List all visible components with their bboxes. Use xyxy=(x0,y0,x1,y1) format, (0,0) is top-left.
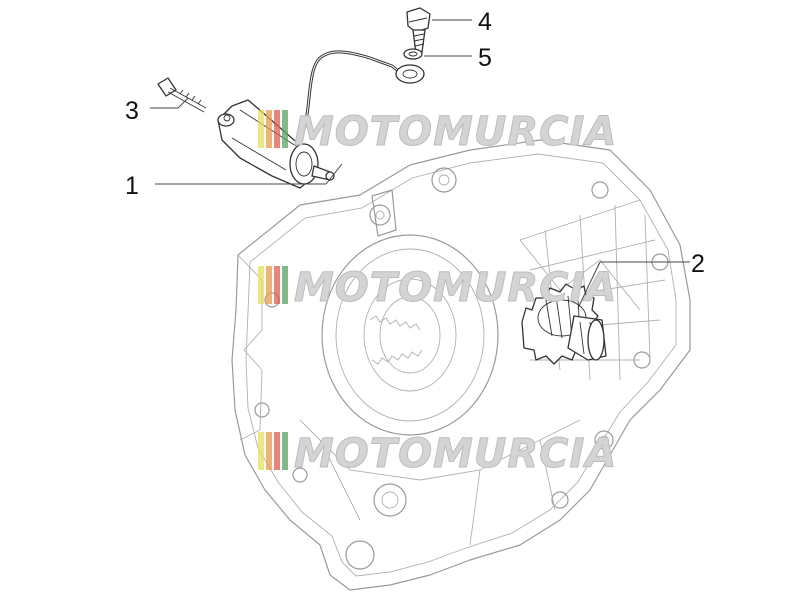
leader-line-3b xyxy=(177,97,189,109)
callout-3: 3 xyxy=(125,97,139,125)
callout-4: 4 xyxy=(478,8,492,36)
bolt-part-3 xyxy=(157,77,207,113)
callout-labels: 1 2 3 4 5 xyxy=(125,8,705,278)
watermark-stripe xyxy=(274,432,280,470)
starter-cable xyxy=(298,50,403,139)
leader-line-1b xyxy=(325,163,343,185)
leader-lines xyxy=(150,19,690,309)
callout-2: 2 xyxy=(691,250,705,278)
leader-line-2b xyxy=(577,261,601,309)
cable-terminal xyxy=(395,64,425,84)
watermark-stripe xyxy=(274,110,280,148)
watermark-text: MOTOMURCIA xyxy=(294,109,617,155)
watermark-stripe xyxy=(274,266,280,304)
watermark-text: MOTOMURCIA xyxy=(294,431,617,477)
callout-1: 1 xyxy=(125,172,139,200)
watermark-middle: MOTOMURCIA xyxy=(258,265,617,312)
watermark-stripe xyxy=(282,266,288,304)
watermark-stripe xyxy=(258,432,264,470)
watermark-text: MOTOMURCIA xyxy=(294,265,617,311)
watermark-stripe xyxy=(266,110,272,148)
starter-drive-gear xyxy=(521,283,607,365)
watermark-stripe xyxy=(258,266,264,304)
washer-part-5 xyxy=(403,48,423,60)
watermark-stripe xyxy=(282,432,288,470)
watermark-stripe xyxy=(266,432,272,470)
watermark-stripe xyxy=(258,110,264,148)
engine-crankcase xyxy=(231,139,691,591)
watermark-stripe xyxy=(282,110,288,148)
screw-part-4 xyxy=(406,7,431,55)
callout-5: 5 xyxy=(478,44,492,72)
watermark-stripe xyxy=(266,266,272,304)
watermark-bottom: MOTOMURCIA xyxy=(258,431,617,478)
watermark-top: MOTOMURCIA xyxy=(258,109,617,156)
